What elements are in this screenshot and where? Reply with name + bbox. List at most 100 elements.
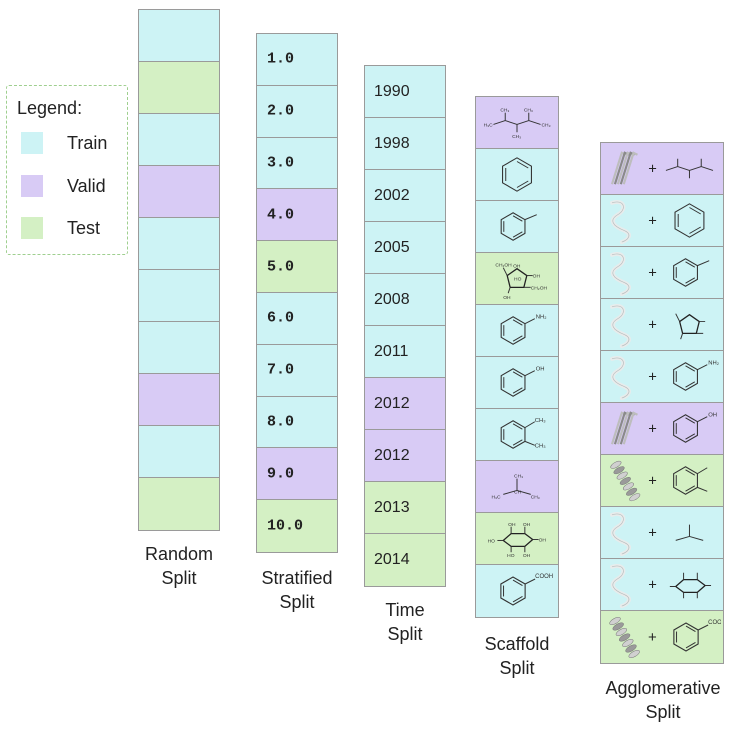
time-cell: 2012 bbox=[365, 430, 445, 482]
scaffold-caption-line1: Scaffold bbox=[484, 634, 550, 654]
cell-label: 8.0 bbox=[267, 413, 295, 431]
stratified-caption-line1: Stratified bbox=[261, 568, 333, 588]
stratified-cell: 1.0 bbox=[257, 34, 337, 86]
svg-text:OH: OH bbox=[533, 274, 541, 280]
cell-label: 2011 bbox=[374, 342, 409, 360]
cell-label: 2012 bbox=[374, 394, 410, 412]
plus-sign: + bbox=[648, 577, 657, 593]
protein-ligand-pair-icon: + NH₂ bbox=[610, 356, 719, 401]
cell-label: 1998 bbox=[374, 134, 410, 152]
legend-label-train: Train bbox=[67, 133, 108, 153]
svg-text:NH₂: NH₂ bbox=[536, 315, 547, 321]
random-cell bbox=[139, 218, 219, 270]
svg-text:OH: OH bbox=[523, 522, 531, 528]
legend-swatch-test bbox=[21, 217, 43, 239]
legend-item-train: Train bbox=[21, 130, 131, 156]
stratified-caption-line2: Split bbox=[279, 592, 315, 612]
legend-swatch-train bbox=[21, 132, 43, 154]
cell-label: 2014 bbox=[374, 551, 410, 568]
svg-text:OH: OH bbox=[508, 522, 516, 528]
protein-ligand-pair-icon: + bbox=[610, 252, 710, 297]
protein-ligand-pair-icon: +COOH bbox=[609, 616, 723, 659]
cell-label: 10.0 bbox=[267, 517, 304, 535]
svg-text:H₃C: H₃C bbox=[492, 494, 502, 500]
random-cell bbox=[139, 114, 219, 166]
agglomerative-cell: + bbox=[601, 559, 723, 611]
scaffold-split-caption: Scaffold Split bbox=[462, 632, 572, 680]
svg-text:OH: OH bbox=[708, 413, 717, 419]
random-cell bbox=[139, 10, 219, 62]
time-caption-line1: Time bbox=[385, 600, 425, 620]
agglomerative-split-column: +++++NH₂+OH++++COOH bbox=[600, 142, 724, 664]
time-caption-line2: Split bbox=[387, 624, 423, 644]
random-split-column bbox=[138, 9, 220, 531]
svg-text:CH₂OH: CH₂OH bbox=[531, 285, 548, 291]
cell-label: 2013 bbox=[374, 498, 410, 516]
random-cell bbox=[139, 374, 219, 426]
svg-text:CH₃: CH₃ bbox=[514, 474, 523, 480]
svg-text:CH: CH bbox=[514, 489, 522, 495]
scaffold-caption-line2: Split bbox=[499, 658, 535, 678]
plus-sign: + bbox=[648, 265, 657, 281]
cell-label: 2012 bbox=[374, 446, 410, 464]
random-caption-line2: Split bbox=[161, 568, 197, 588]
svg-text:H₃C: H₃C bbox=[484, 122, 494, 128]
svg-text:COOH: COOH bbox=[535, 574, 553, 580]
svg-text:CH₂OH: CH₂OH bbox=[495, 263, 512, 269]
agglomerative-cell: + bbox=[601, 507, 723, 559]
legend-label-valid: Valid bbox=[67, 176, 106, 196]
time-cell: 2012 bbox=[365, 378, 445, 430]
random-cell bbox=[139, 426, 219, 478]
svg-text:CH₃: CH₃ bbox=[500, 108, 509, 114]
random-cell bbox=[139, 62, 219, 114]
protein-ligand-pair-icon: + bbox=[610, 151, 714, 185]
plus-sign: + bbox=[648, 525, 657, 541]
agglomerative-cell: + NH₂ bbox=[601, 351, 723, 403]
legend-item-valid: Valid bbox=[21, 173, 131, 199]
time-cell: 2011 bbox=[365, 326, 445, 378]
svg-text:CH₃: CH₃ bbox=[512, 134, 521, 140]
agglomerative-cell: +OH bbox=[601, 403, 723, 455]
scaffold-cell: COOH bbox=[476, 565, 558, 617]
scaffold-cell bbox=[476, 149, 558, 201]
svg-text:NH₂: NH₂ bbox=[708, 361, 719, 367]
plus-sign: + bbox=[648, 473, 657, 489]
cell-label: 9.0 bbox=[267, 465, 295, 483]
time-cell: 2008 bbox=[365, 274, 445, 326]
svg-text:CH₃: CH₃ bbox=[542, 122, 551, 128]
svg-text:HO: HO bbox=[488, 538, 496, 544]
time-cell: 2002 bbox=[365, 170, 445, 222]
benzoic-acid-structure-icon: COOH bbox=[500, 574, 553, 606]
svg-text:COOH: COOH bbox=[708, 620, 723, 626]
protein-ligand-pair-icon: + bbox=[610, 512, 704, 557]
protein-ligand-pair-icon: + bbox=[610, 304, 706, 349]
legend-swatch-valid bbox=[21, 175, 43, 197]
stratified-cell: 4.0 bbox=[257, 189, 337, 242]
scaffold-cell: OH bbox=[476, 357, 558, 409]
agglomerative-cell: + bbox=[601, 143, 723, 195]
svg-text:OH: OH bbox=[539, 537, 547, 543]
random-split-caption: Random Split bbox=[118, 542, 240, 590]
plus-sign: + bbox=[648, 369, 657, 385]
time-cell: 1998 bbox=[365, 118, 445, 170]
svg-text:OH: OH bbox=[536, 367, 545, 373]
cell-label: 7.0 bbox=[267, 361, 295, 379]
svg-text:CH₃: CH₃ bbox=[535, 443, 546, 449]
stratified-cell: 9.0 bbox=[257, 448, 337, 501]
random-cell bbox=[139, 166, 219, 218]
phenol-structure-icon: OH bbox=[500, 367, 545, 397]
agglomerative-caption-line2: Split bbox=[645, 702, 681, 722]
protein-ligand-pair-icon: + bbox=[610, 564, 712, 609]
agglomerative-split-caption: Agglomerative Split bbox=[592, 676, 734, 724]
time-cell: 2014 bbox=[365, 534, 445, 586]
scaffold-cell bbox=[476, 201, 558, 253]
